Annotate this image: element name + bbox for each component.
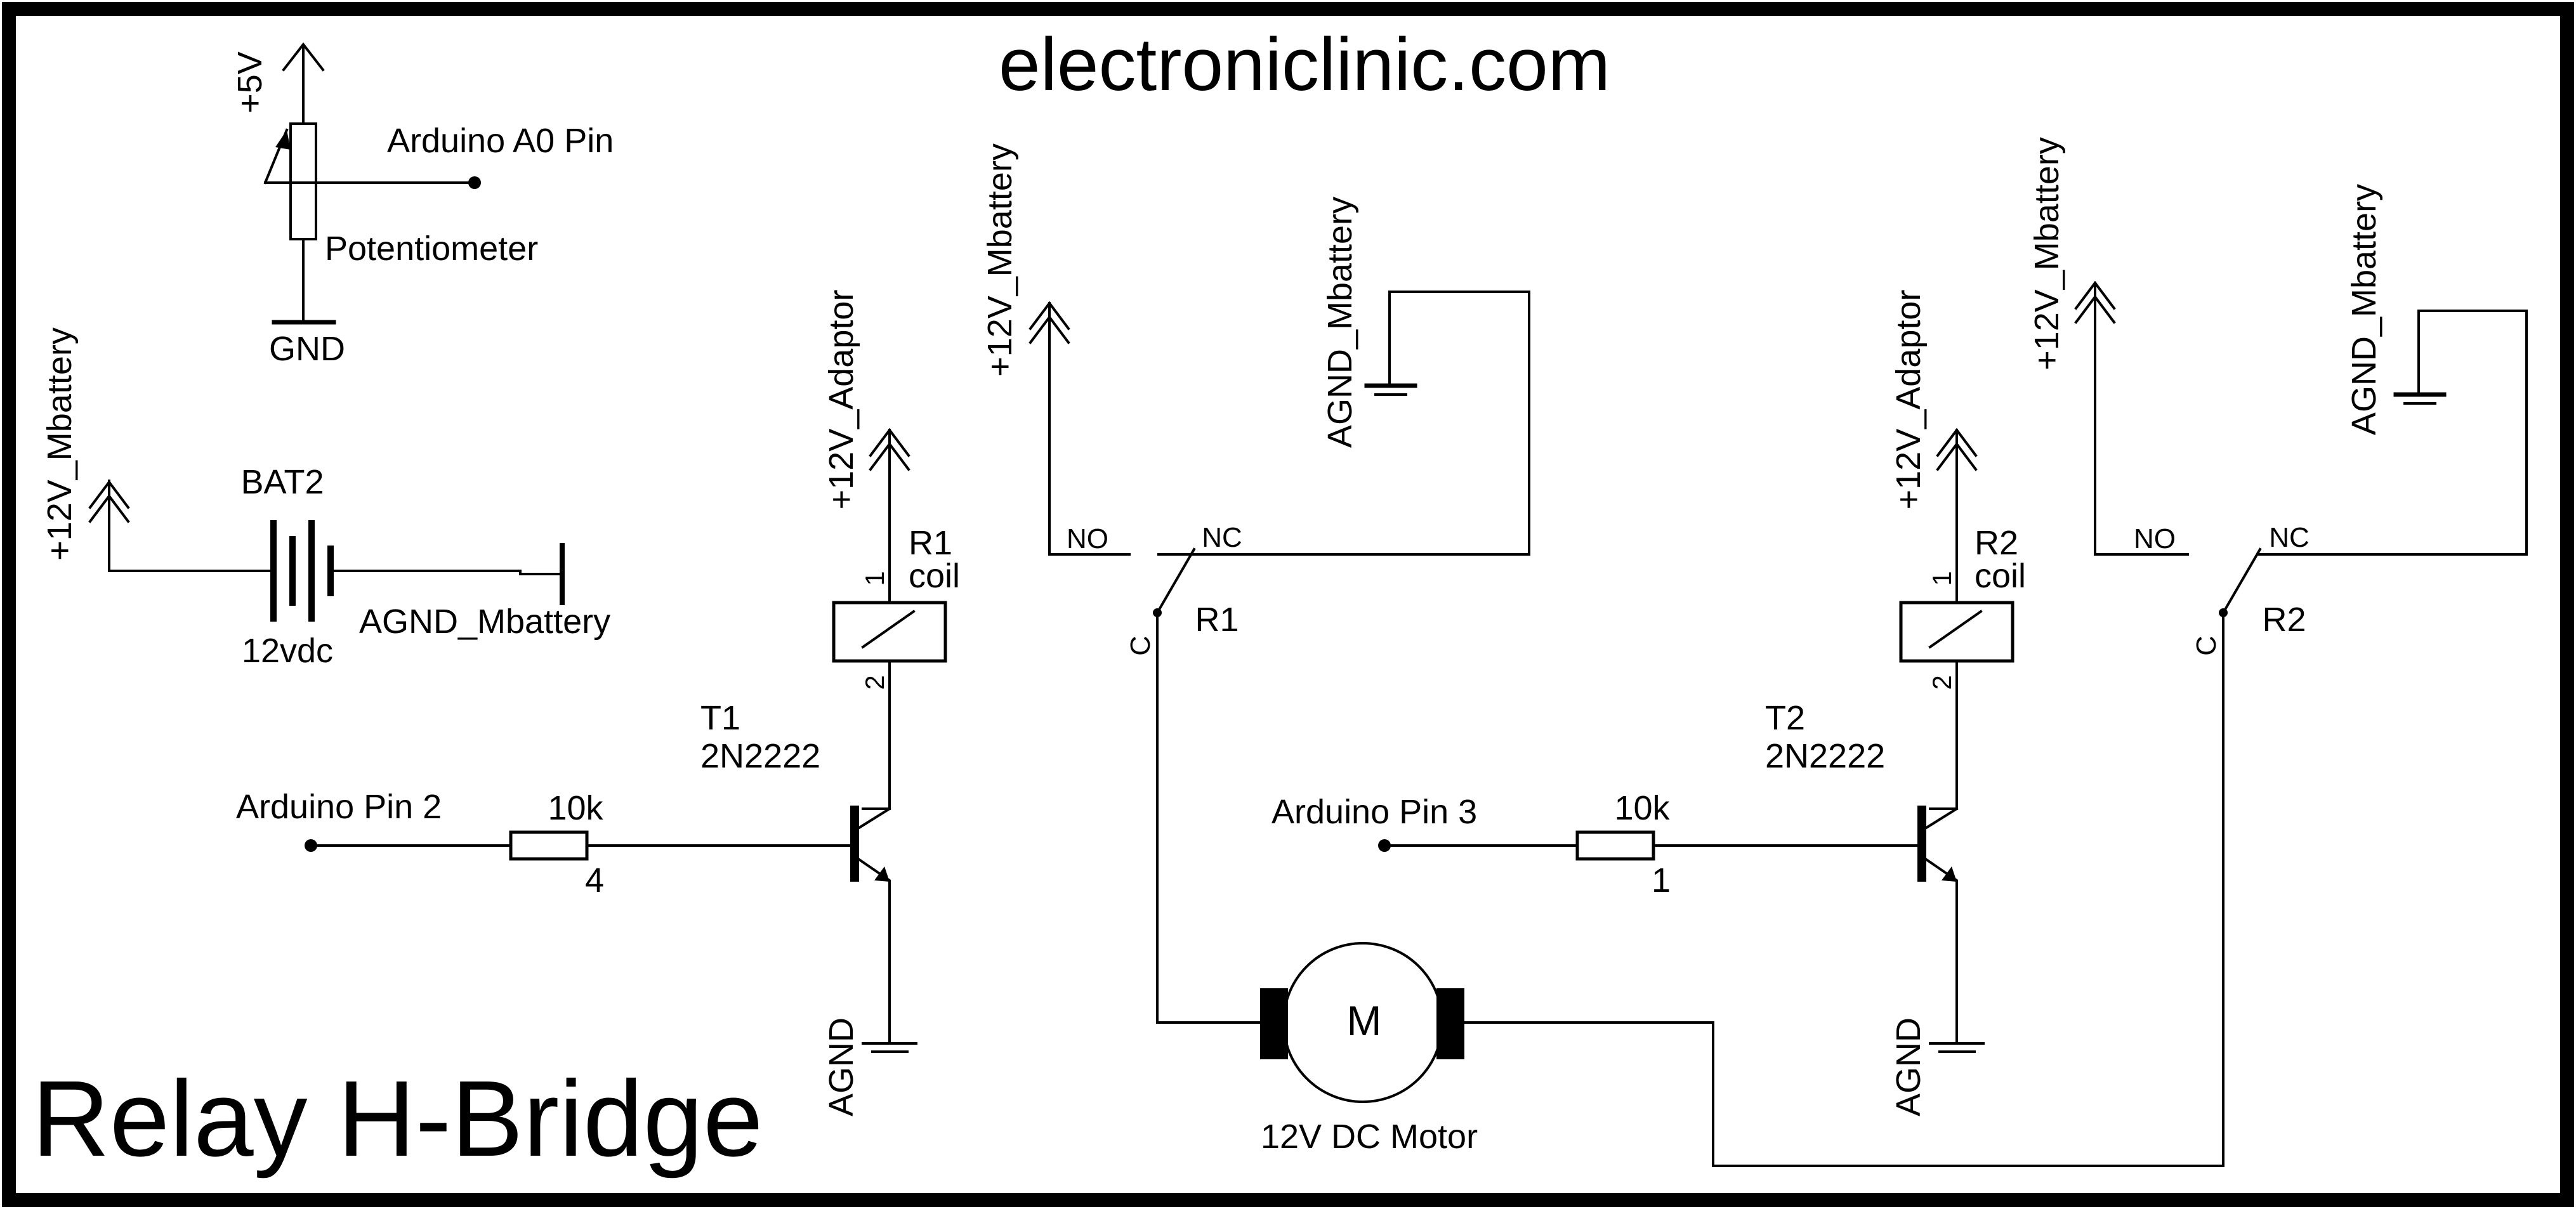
right-relay-pin1: 1 — [1927, 571, 1957, 585]
left-transistor-ref: T1 — [700, 699, 740, 737]
left-supply-label: +12V_Adaptor — [822, 290, 860, 510]
dc-motor: M 12V DC Motor — [1260, 942, 1478, 1156]
battery-value: 12vdc — [242, 632, 333, 670]
potentiometer-wiper-label: Arduino A0 Pin — [387, 122, 614, 160]
motor-label: 12V DC Motor — [1261, 1118, 1478, 1156]
right-relay-switch: +12V_Mbattery AGND_Mbattery NO NC C R2 — [1464, 137, 2528, 1167]
right-switch-no-label: NO — [2134, 523, 2176, 554]
right-transistor-part: 2N2222 — [1765, 737, 1885, 775]
left-switch-c-label: C — [1125, 636, 1156, 656]
battery-ground-label: AGND_Mbattery — [359, 603, 610, 641]
right-transistor-ref: T2 — [1765, 699, 1805, 737]
right-ground-label: AGND — [1889, 1017, 1928, 1116]
battery-ref: BAT2 — [240, 463, 324, 501]
relay-coil-r1 — [832, 601, 947, 663]
left-relay-pin1: 1 — [860, 571, 890, 585]
potentiometer-circuit: +5V Arduino A0 Pin Potentiometer GND — [231, 42, 614, 368]
site-name: electroniclinic.com — [999, 23, 1610, 107]
relay-coil-r2 — [1899, 601, 2014, 663]
left-ground-label: AGND — [822, 1017, 860, 1116]
right-relay-ref: R2 — [1975, 524, 2018, 562]
left-relay-coil-label: coil — [909, 557, 960, 595]
diagram-title: Relay H-Bridge — [32, 1059, 763, 1179]
right-switch-supply-label: +12V_Mbattery — [2028, 137, 2066, 370]
left-relay-driver: +12V_Adaptor R1 coil 1 2 T1 2N2222 Ardui… — [236, 290, 960, 1116]
potentiometer-ground-label: GND — [269, 330, 345, 368]
left-switch-nc-label: NC — [1202, 522, 1242, 553]
right-relay-coil-label: coil — [1975, 557, 2026, 595]
right-switch-ref: R2 — [2262, 601, 2306, 639]
resistor-left — [509, 830, 589, 861]
left-resistor-value: 10k — [548, 789, 603, 827]
left-resistor-index: 4 — [585, 861, 604, 899]
left-switch-no-label: NO — [1067, 523, 1108, 554]
right-input-label: Arduino Pin 3 — [1272, 793, 1477, 831]
battery-circuit: +12V_Mbattery BAT2 12vdc AGND_Mbattery — [41, 327, 610, 670]
right-supply-label: +12V_Adaptor — [1889, 290, 1928, 510]
right-relay-pin2: 2 — [1927, 675, 1957, 689]
left-switch-ref: R1 — [1195, 601, 1239, 639]
potentiometer-supply-label: +5V — [231, 51, 269, 114]
left-relay-pin2: 2 — [860, 675, 890, 689]
right-resistor-value: 10k — [1614, 789, 1670, 827]
left-input-label: Arduino Pin 2 — [236, 788, 442, 826]
left-relay-switch: +12V_Mbattery AGND_Mbattery NO NC C R1 — [981, 143, 1530, 1024]
right-resistor-index: 1 — [1652, 861, 1671, 899]
right-switch-nc-label: NC — [2269, 522, 2310, 553]
left-relay-ref: R1 — [909, 524, 952, 562]
motor-symbol: M — [1347, 997, 1382, 1044]
right-switch-ground-label: AGND_Mbattery — [2345, 184, 2383, 435]
resistor-right — [1575, 830, 1655, 861]
potentiometer-name: Potentiometer — [325, 230, 538, 268]
right-switch-c-label: C — [2191, 636, 2222, 656]
left-switch-supply-label: +12V_Mbattery — [981, 143, 1019, 377]
left-switch-ground-label: AGND_Mbattery — [1321, 197, 1359, 448]
left-transistor-part: 2N2222 — [700, 737, 820, 775]
right-relay-driver: +12V_Adaptor R2 coil 1 2 T2 2N2222 Ardui… — [1272, 290, 2026, 1116]
battery-supply-label: +12V_Mbattery — [41, 327, 79, 561]
